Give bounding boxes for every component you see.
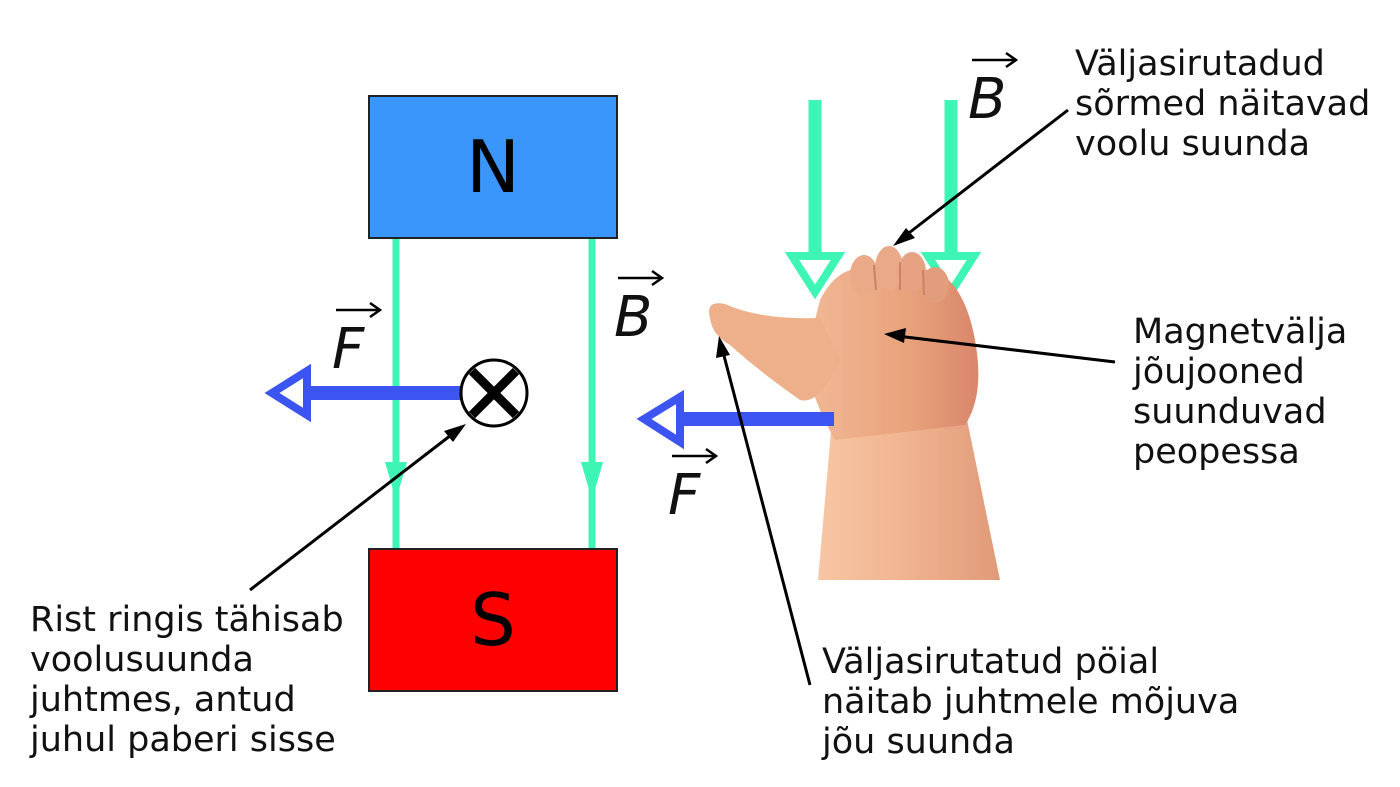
south-pole: S [368,548,618,692]
force-vector-label-left: F [332,301,383,378]
north-pole: N [368,95,618,239]
annotation-palm: Magnetvälja jõujooned suunduvad peopessa [1133,312,1348,472]
vector-arrow-icon [618,269,665,287]
current-into-page-icon [459,358,529,428]
annotation-cross: Rist ringis tähisab voolusuunda juhtmes,… [30,600,344,760]
vector-arrow-icon [672,447,719,465]
hand-field-arrows [784,100,982,300]
annotation-fingers: Väljasirutadud sõrmed näitavad voolu suu… [1075,44,1371,164]
pointer-fingers [893,108,1069,246]
vector-arrow-icon [336,301,383,319]
force-arrow-left [264,363,462,423]
force-vector-label-right: F [668,447,719,524]
pointer-palm [884,328,1116,364]
north-pole-label: N [466,125,520,209]
hand-illustration [709,246,1000,580]
field-vector-label-top: B [968,51,1019,128]
field-vector-label-middle: B [614,269,665,346]
pointer-thumb [716,336,812,686]
south-pole-label: S [470,578,516,662]
force-arrow-right [636,389,834,450]
annotation-thumb: Väljasirutatud pöial näitab juhtmele mõj… [822,642,1240,762]
pointer-cross [249,424,466,592]
vector-arrow-icon [972,51,1019,69]
